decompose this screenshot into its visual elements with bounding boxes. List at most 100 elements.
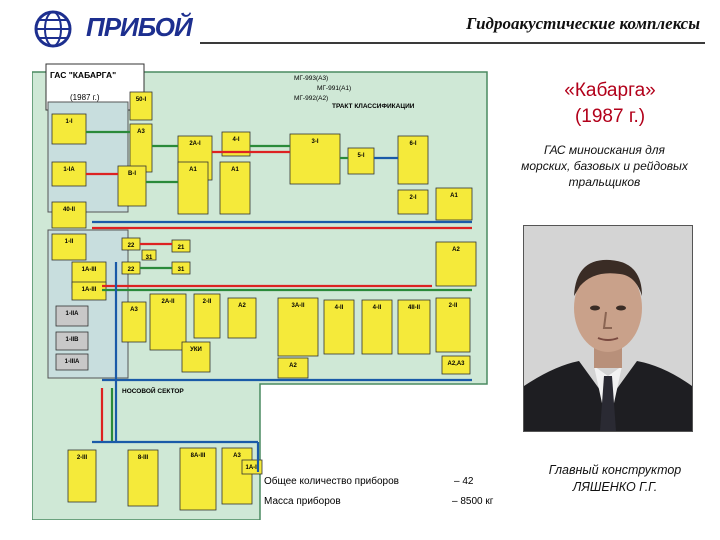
unit-block [55, 353, 89, 371]
unit-block-label: A1 [231, 167, 239, 173]
designer-role: Главный конструктор [548, 463, 682, 477]
unit-block-label: 1-IIA [65, 311, 79, 317]
unit-block-label: 8A-III [191, 453, 206, 459]
description-line2: морских, базовых и рейдовых [521, 159, 688, 173]
unit-block-label: 22 [128, 243, 135, 249]
unit-block [277, 297, 319, 357]
unit-block-label: 4-I [232, 137, 239, 143]
unit-block-label: 6-I [409, 141, 416, 147]
device-count-value: – 42 [454, 476, 474, 487]
unit-block-label: 4-II [373, 305, 382, 311]
description-line1: ГАС миноискания для [544, 143, 665, 157]
unit-block [121, 301, 147, 343]
unit-block-label: 5-I [357, 153, 364, 159]
unit-block [347, 147, 375, 175]
unit-block-label: 1-II [65, 239, 74, 245]
unit-block-label: 1-IIIA [65, 359, 80, 365]
ref-label-3: МГ-992(А2) [294, 95, 328, 102]
unit-block [51, 233, 87, 261]
unit-block-label: 21 [178, 245, 185, 251]
unit-block [435, 187, 473, 221]
unit-block-label: 50-I [136, 97, 147, 103]
brand-name: ПРИБОЙ [86, 12, 193, 42]
unit-block-label: 31 [178, 267, 185, 273]
unit-block-label: A3 [137, 129, 145, 135]
tract-label: ТРАКТ КЛАССИФИКАЦИИ [332, 103, 415, 110]
unit-block [277, 357, 309, 379]
portrait-image [524, 226, 692, 431]
unit-block-label: 3-I [311, 139, 318, 145]
unit-block-label: 4II-II [408, 305, 420, 311]
unit-block [289, 133, 341, 185]
device-mass-label: Масса приборов [264, 495, 341, 507]
unit-block [141, 249, 157, 261]
unit-block [193, 293, 221, 339]
unit-block [181, 341, 211, 373]
unit-block-label: A2 [452, 247, 460, 253]
ref-label-2: МГ-991(А1) [317, 85, 351, 92]
unit-block [397, 299, 431, 355]
unit-block [227, 297, 257, 339]
unit-block [171, 239, 191, 253]
unit-block-label: 40-II [63, 207, 75, 213]
unit-block [441, 355, 471, 375]
header-divider [200, 42, 705, 44]
ref-label-1: МГ-993(А3) [294, 75, 328, 82]
unit-block-label: B-I [128, 171, 136, 177]
unit-block-label: A1 [189, 167, 197, 173]
unit-block [179, 447, 217, 511]
unit-block [51, 201, 87, 229]
unit-block [323, 299, 355, 355]
unit-block-label: A2 [238, 303, 246, 309]
unit-block-label: 2-III [77, 455, 88, 461]
unit-block [397, 189, 429, 215]
unit-block [51, 113, 87, 145]
unit-block [435, 241, 477, 287]
unit-block-label: 1A-II [245, 465, 258, 471]
system-name: «Кабарга» (1987 г.) [525, 78, 695, 130]
unit-block-label: A2,A3 [447, 361, 465, 367]
unit-block [127, 449, 159, 507]
system-description: ГАС миноискания для морских, базовых и р… [492, 142, 717, 190]
unit-block [219, 161, 251, 215]
unit-block-label: 2A-II [161, 299, 174, 305]
unit-block [55, 305, 89, 327]
unit-block [51, 161, 87, 187]
unit-block [55, 331, 89, 351]
unit-block [149, 293, 187, 351]
unit-block-label: 22 [128, 267, 135, 273]
company-logo: ПРИБОЙ [34, 8, 194, 50]
unit-block-label: 8-III [138, 455, 149, 461]
unit-block [221, 447, 253, 505]
connections [86, 130, 472, 472]
unit-block-label: 3A-II [291, 303, 304, 309]
unit-block-label: A1 [450, 193, 458, 199]
unit-block-label: A3 [233, 453, 241, 459]
unit-block-label: 31 [146, 255, 153, 261]
unit-block-label: 2-II [449, 303, 458, 309]
device-mass-value: – 8500 кг [452, 496, 494, 507]
description-line3: тральщиков [568, 175, 641, 189]
unit-block-label: 2-I [409, 195, 416, 201]
unit-block [361, 299, 393, 355]
unit-block [397, 135, 429, 185]
unit-block [117, 165, 147, 207]
page-title: Гидроакустические комплексы [466, 14, 700, 33]
unit-block-label: 4-II [335, 305, 344, 311]
unit-block-label: A3 [130, 307, 138, 313]
unit-block [177, 161, 209, 215]
unit-block-label: 1A-III [82, 267, 97, 273]
device-count-label: Общее количество приборов [264, 475, 399, 487]
unit-block-label: 1A-III [82, 287, 97, 293]
system-year: (1987 г.) [574, 106, 646, 127]
unit-block [435, 297, 471, 353]
unit-block [129, 91, 153, 121]
unit-block [67, 449, 97, 503]
chief-designer-caption: Главный конструктор ЛЯШЕНКО Г.Г. [520, 462, 710, 496]
designer-name: ЛЯШЕНКО Г.Г. [572, 480, 658, 494]
unit-block-label: 2-II [203, 299, 212, 305]
globe-icon [34, 10, 72, 48]
unit-block-label: 1-I [65, 119, 72, 125]
